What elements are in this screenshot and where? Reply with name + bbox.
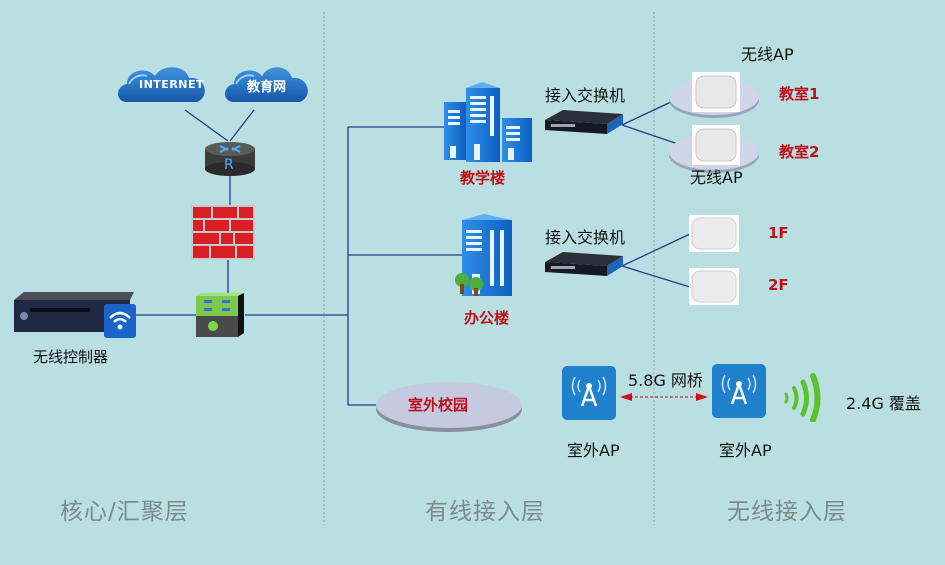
teaching-building-label: 教学楼 — [460, 169, 506, 187]
outdoor-ap-2 — [712, 364, 766, 418]
internet-label: INTERNET — [139, 78, 205, 91]
firewall — [191, 205, 255, 260]
wireless-controller — [10, 292, 136, 338]
switch-icon — [545, 110, 623, 134]
edu-net-label: 教育网 — [247, 80, 287, 95]
layer-label-core: 核心/汇聚层 — [60, 499, 189, 525]
office-building-label: 办公楼 — [464, 309, 510, 327]
floor-1-label: 1F — [768, 224, 789, 242]
access-switch-2-label: 接入交换机 — [545, 228, 626, 247]
antenna-tower-icon — [721, 374, 757, 405]
layer-label-wired: 有线接入层 — [425, 499, 545, 525]
outdoor-ap-1-label: 室外AP — [567, 441, 620, 460]
firewall-icon — [191, 205, 255, 260]
signal-waves-icon — [784, 373, 821, 423]
wifi-icon — [109, 311, 131, 330]
teaching-building — [442, 82, 534, 162]
coverage-label: 2.4G 覆盖 — [846, 394, 921, 413]
link-internet-router — [184, 109, 229, 142]
access-point-icon — [689, 215, 739, 252]
ap-classroom-2 — [668, 125, 760, 175]
bridge-label: 5.8G 网桥 — [628, 371, 703, 390]
core-switch — [196, 293, 246, 339]
access-point-icon — [669, 125, 759, 173]
access-point-icon — [669, 72, 759, 118]
edu-net-cloud: 教育网 — [222, 62, 312, 110]
bridge-link — [620, 393, 708, 401]
core-switch-icon — [196, 293, 244, 337]
router: R — [204, 141, 256, 177]
outdoor-ap-2-label: 室外AP — [719, 441, 772, 460]
floor-2-label: 2F — [768, 276, 789, 294]
link-switch2-1f — [621, 233, 691, 267]
switch-icon — [545, 252, 623, 276]
ap-floor-1 — [689, 215, 739, 252]
link-switch2-2f — [621, 265, 691, 288]
access-switch-1-label: 接入交换机 — [545, 86, 626, 105]
cloud-icon — [118, 67, 205, 102]
classroom-2-label: 教室2 — [779, 143, 820, 161]
internet-cloud: INTERNET — [115, 62, 210, 110]
access-switch-1 — [545, 110, 623, 136]
ap-floor-2 — [689, 268, 739, 305]
classroom-1-label: 教室1 — [779, 85, 820, 103]
ap-title-top: 无线AP — [741, 45, 794, 64]
wifi-badge — [104, 304, 136, 338]
campus-ellipse — [376, 382, 522, 432]
building-icon — [444, 82, 532, 162]
access-point-icon — [689, 268, 739, 305]
building-icon — [455, 214, 512, 296]
ap-classroom-1 — [668, 70, 760, 120]
outdoor-ap-1 — [562, 366, 616, 420]
router-letter: R — [224, 157, 234, 173]
antenna-tower-icon — [571, 376, 607, 407]
outdoor-campus: 室外校园 — [374, 378, 524, 434]
access-switch-2 — [545, 252, 623, 278]
coverage-signal — [782, 372, 834, 423]
cloud-icon — [225, 67, 308, 102]
ap-title-bottom: 无线AP — [690, 168, 743, 187]
link-edunet-router — [229, 109, 255, 142]
layer-label-wireless: 无线接入层 — [727, 499, 847, 525]
controller-label: 无线控制器 — [33, 348, 109, 366]
office-building — [454, 214, 518, 298]
outdoor-campus-label: 室外校园 — [408, 396, 469, 414]
router-icon — [205, 142, 255, 176]
